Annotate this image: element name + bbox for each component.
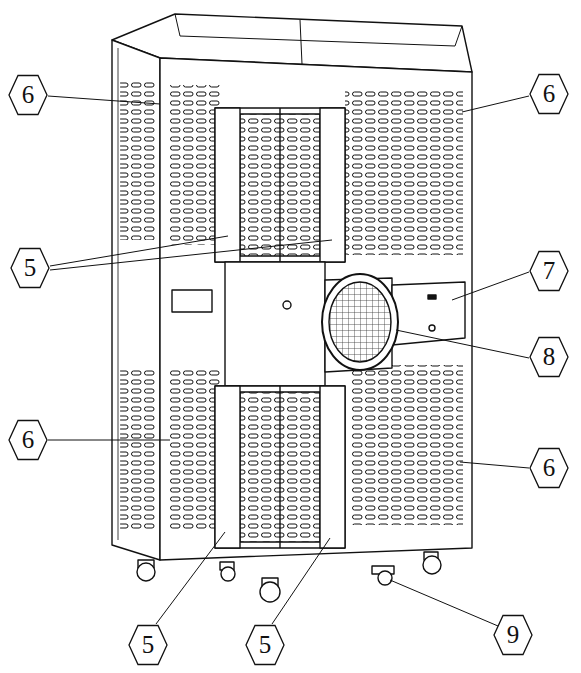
callout-text: 6 — [8, 419, 48, 461]
callout-number: 5 — [128, 624, 168, 666]
callout-number: 5 — [10, 247, 50, 289]
callout-text: 6 — [529, 447, 569, 489]
callout-text: 6 — [529, 73, 569, 115]
callout-number: 8 — [529, 336, 569, 378]
callout-text: 5 — [128, 624, 168, 666]
callout-text: 8 — [529, 336, 569, 378]
callout-number: 9 — [493, 614, 533, 656]
callout-text: 6 — [8, 74, 48, 116]
callout-number: 6 — [529, 447, 569, 489]
callout-text: 9 — [493, 614, 533, 656]
callout-text: 5 — [245, 624, 285, 666]
callout-number: 6 — [529, 73, 569, 115]
callout-number: 5 — [245, 624, 285, 666]
callout-text: 5 — [10, 247, 50, 289]
callout-text: 7 — [529, 250, 569, 292]
callout-number: 6 — [8, 419, 48, 461]
callout-number: 6 — [8, 74, 48, 116]
callout-number: 7 — [529, 250, 569, 292]
